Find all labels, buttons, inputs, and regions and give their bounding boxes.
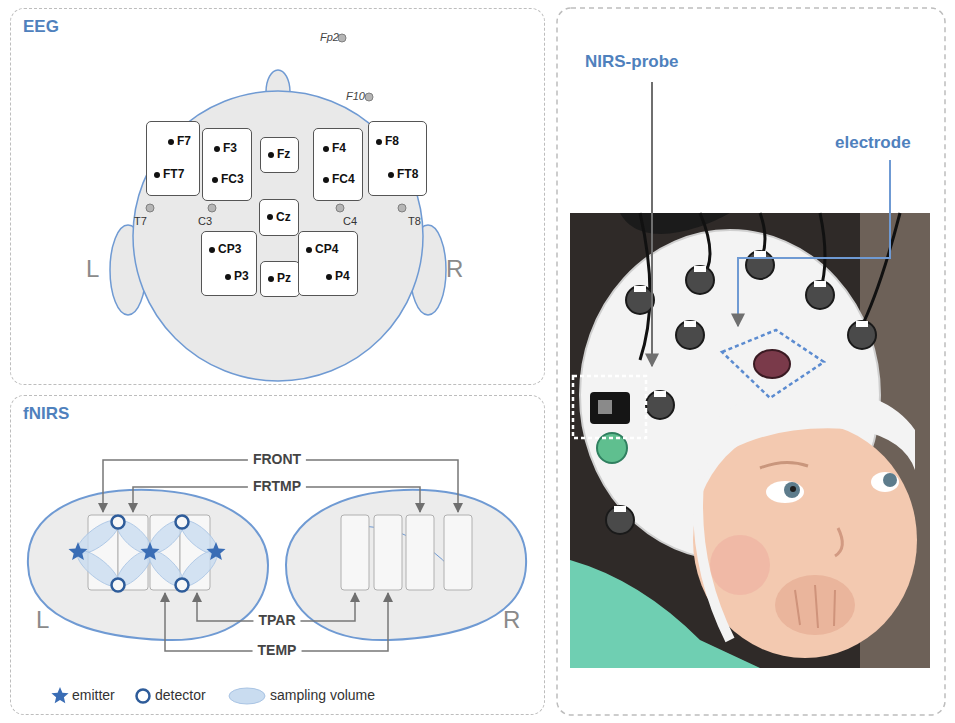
electrode-row: F7: [168, 135, 191, 149]
region-label: FRTMP: [248, 478, 306, 495]
electrode-row: CP4: [306, 243, 338, 257]
electrode-box: Cz: [259, 199, 299, 236]
electrode-label: FC3: [221, 173, 244, 187]
leader-lines: [652, 82, 890, 366]
site-dots: [146, 34, 406, 212]
electrode-row: P4: [326, 270, 350, 284]
electrode-dot: [376, 139, 382, 145]
electrode-box: F8FT8: [368, 121, 427, 196]
legend-symbols: [51, 687, 265, 704]
electrode-box: F4FC4: [313, 128, 363, 201]
electrode-label: F7: [177, 135, 191, 149]
electrode-box: F7FT7: [146, 121, 200, 196]
region-label: TEMP: [253, 642, 302, 659]
electrode-row: FC4: [323, 173, 355, 187]
electrode-dot: [168, 139, 174, 145]
electrode-box: Pz: [260, 261, 300, 297]
panel: fNIRS: [10, 395, 545, 715]
electrode-label: CP4: [315, 243, 338, 257]
electrode-row: FT7: [154, 168, 184, 182]
electrode-dot: [267, 214, 273, 220]
electrode-label: Cz: [276, 211, 291, 225]
electrode-label: FT7: [163, 168, 184, 182]
electrode-row: F3: [214, 142, 237, 156]
electrode-row: FC3: [212, 173, 244, 187]
callout-label: NIRS-probe: [585, 52, 679, 72]
side-label: L: [36, 606, 49, 635]
electrode-dot: [268, 152, 274, 158]
brain-outline: [28, 490, 526, 640]
electrode-row: P3: [225, 270, 249, 284]
electrode-dot: [323, 177, 329, 183]
panel: EEGF7FT7F3FC3FzF4FC4F8FT8CzCP3P3PzCP4P4: [10, 8, 545, 385]
electrode-dot: [388, 172, 394, 178]
electrode-dot: [306, 247, 312, 253]
electrode-dot: [268, 276, 274, 282]
electrode-dot: [326, 274, 332, 280]
electrode-box: CP3P3: [201, 231, 257, 296]
region-brackets: [103, 460, 458, 651]
electrode-row: F4: [323, 142, 346, 156]
electrode-row: CP3: [209, 243, 241, 257]
legend-text: detector: [155, 687, 206, 704]
electrode-label: F3: [223, 142, 237, 156]
channel-boxes: [88, 515, 472, 590]
electrode-box: Fz: [260, 137, 299, 173]
side-label: R: [446, 255, 463, 284]
legend-text: emitter: [72, 687, 115, 704]
electrode-label: P3: [234, 270, 249, 284]
electrode-row: FT8: [388, 168, 418, 182]
electrode-dot: [212, 177, 218, 183]
head-outline: [110, 70, 446, 381]
region-label: FRONT: [248, 451, 306, 468]
electrode-box: CP4P4: [298, 231, 358, 296]
electrode-row: Fz: [268, 148, 290, 162]
electrode-box: F3FC3: [202, 128, 252, 201]
panel-frame: [557, 8, 945, 715]
electrode-label: Fz: [277, 148, 290, 162]
electrode-row: Cz: [267, 211, 291, 225]
panel-title: fNIRS: [23, 404, 69, 424]
electrode-label: F4: [332, 142, 346, 156]
electrode-dot: [154, 172, 160, 178]
electrode-label: Pz: [277, 272, 291, 286]
site-label: T7: [134, 215, 147, 228]
electrode-label: P4: [335, 270, 350, 284]
legend-text: sampling volume: [270, 687, 375, 704]
electrode-row: F8: [376, 135, 399, 149]
electrode-dot: [323, 146, 329, 152]
site-label: F10: [346, 90, 365, 103]
site-label: Fp2: [320, 31, 339, 44]
site-label: T8: [408, 215, 421, 228]
callout-label: electrode: [835, 133, 911, 153]
site-label: C4: [343, 215, 357, 228]
electrode-label: CP3: [218, 243, 241, 257]
electrode-label: FC4: [332, 173, 355, 187]
region-label: TPAR: [253, 612, 300, 629]
electrode-row: Pz: [268, 272, 291, 286]
electrode-dot: [209, 247, 215, 253]
photo: [570, 213, 930, 668]
electrode-dot: [214, 146, 220, 152]
electrode-dot: [225, 274, 231, 280]
site-label: C3: [198, 215, 212, 228]
side-label: L: [86, 255, 99, 284]
electrode-label: FT8: [397, 168, 418, 182]
electrode-label: F8: [385, 135, 399, 149]
sampling-volumes: [72, 515, 222, 592]
panel-title: EEG: [23, 17, 59, 37]
optodes: [69, 516, 226, 592]
side-label: R: [503, 606, 520, 635]
